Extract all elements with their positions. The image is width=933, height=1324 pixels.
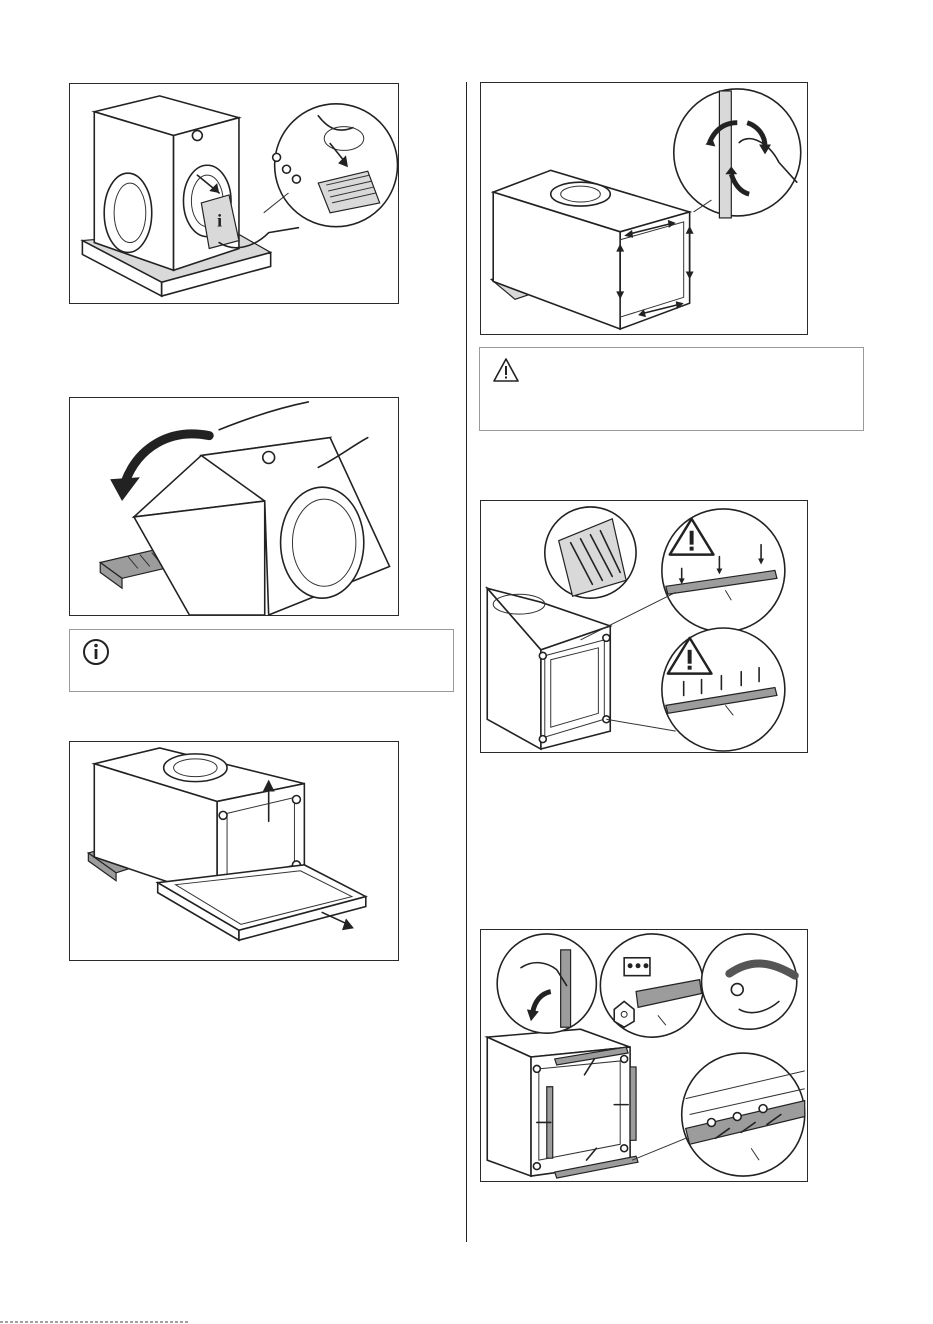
- warning-icon: [492, 356, 520, 384]
- install-strips-illustration: [481, 930, 807, 1181]
- column-divider: [466, 82, 467, 1242]
- figure-remove-tape-from-frame: [480, 82, 808, 335]
- figure-remove-base-packaging: [69, 741, 399, 961]
- tilt-machine-illustration: [70, 398, 398, 615]
- figure-remove-accessory-bag: i: [69, 83, 399, 304]
- svg-text:i: i: [217, 211, 222, 231]
- info-icon: [82, 638, 110, 666]
- protective-strips-illustration: [481, 501, 807, 752]
- remove-base-illustration: [70, 742, 398, 960]
- washing-machine-illustration: i: [70, 84, 398, 303]
- remove-tape-illustration: [481, 83, 807, 334]
- figure-protective-strips-adhesive: [480, 500, 808, 753]
- figure-install-strips-on-frame: [480, 929, 808, 1182]
- info-notice: [69, 629, 454, 692]
- footer-rule: [0, 1316, 190, 1324]
- warning-notice: [479, 347, 864, 431]
- figure-tilt-machine-backwards: [69, 397, 399, 616]
